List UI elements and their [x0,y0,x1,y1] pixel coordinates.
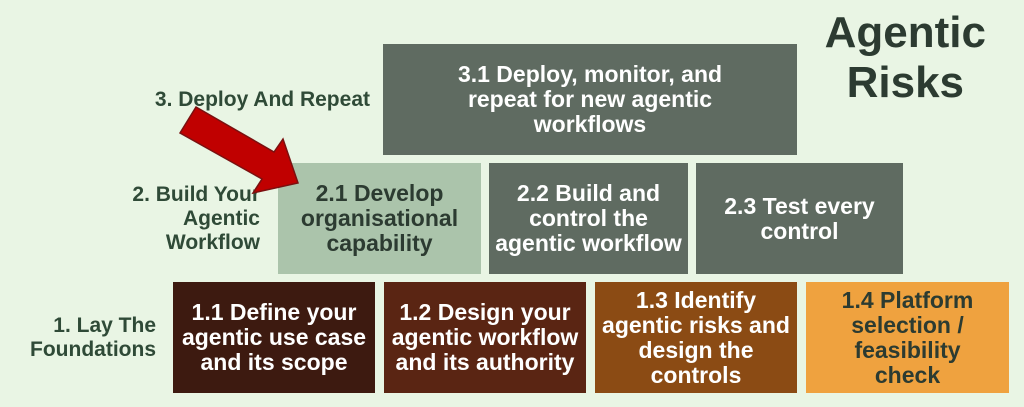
box-2-3: 2.3 Test every control [696,163,903,274]
stage-1-line: Foundations [30,338,156,361]
box-2-2: 2.2 Build and control the agentic workfl… [489,163,688,274]
stage-2-line: 2. Build Your [132,183,260,206]
title-line-1: Agentic [824,8,986,57]
box-1-4: 1.4 Platform selection / feasibility che… [806,282,1009,393]
stage-2-line: Agentic [182,207,260,230]
box-1-3: 1.3 Identify agentic risks and design th… [595,282,797,393]
box-3-1: 3.1 Deploy, monitor, and repeat for new … [383,44,797,155]
box-1-1: 1.1 Define your agentic use case and its… [173,282,375,393]
stage-2-line: Workflow [165,231,260,254]
box-2-1: 2.1 Develop organisational capability [278,163,481,274]
stage-2-label: 2. Build Your Agentic Workflow [60,183,260,255]
title-line-2: Risks [846,58,965,107]
stage-1-label: 1. Lay The Foundations [0,314,156,362]
stage-3-label: 3. Deploy And Repeat [154,88,370,111]
box-1-2: 1.2 Design your agentic workflow and its… [384,282,586,393]
stage-1-line: 1. Lay The [53,314,156,337]
